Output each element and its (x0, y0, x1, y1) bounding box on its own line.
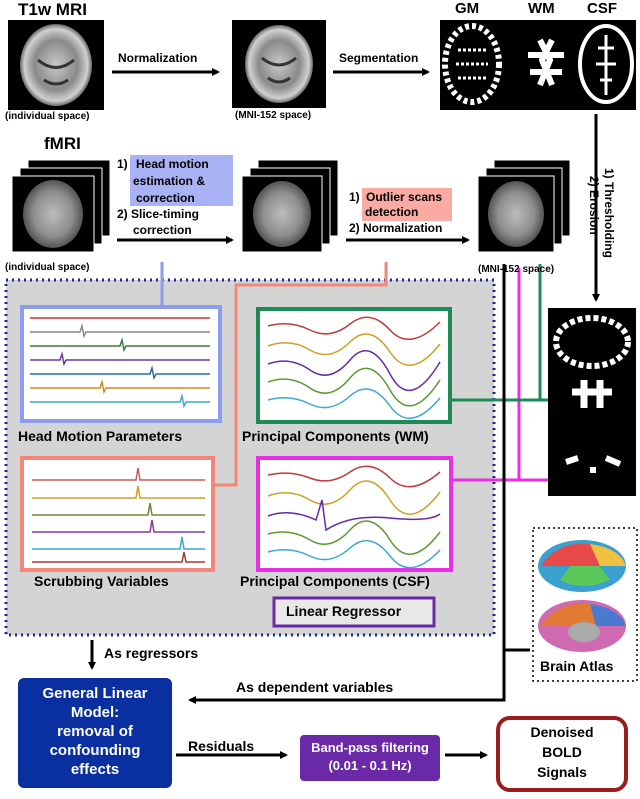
as-regressors-label: As regressors (104, 645, 199, 661)
mask-images (548, 308, 636, 496)
glm-text: General Linear Model: removal of confoun… (18, 684, 172, 779)
fmri-stack-individual (11, 159, 111, 253)
pc-csf-label: Principal Components (CSF) (240, 573, 430, 589)
head-motion-panel (20, 305, 222, 423)
glm-line-1: General Linear (42, 685, 148, 702)
glm-line-4: confounding (49, 742, 141, 759)
outlier-number: 1) (349, 190, 360, 204)
denoised-line-1: Denoised (530, 724, 594, 740)
fmri-stack-corrected (241, 159, 339, 253)
erosion-label: 2) Erosion (587, 176, 601, 235)
glm-box (18, 678, 172, 788)
step2-line2: correction (133, 223, 192, 237)
wm-label: WM (528, 0, 555, 17)
brain-atlas-box (532, 527, 638, 682)
csf-label: CSF (587, 0, 617, 17)
scrubbing-label: Scrubbing Variables (34, 573, 169, 589)
step2-line1: 2) Slice-timing (117, 207, 200, 221)
glm-line-5: effects (70, 761, 120, 778)
bandpass-line-2: (0.01 - 0.1 Hz) (328, 758, 412, 773)
denoised-text: Denoised BOLD Signals (498, 722, 626, 782)
bandpass-box (300, 735, 440, 781)
individual-space-label-2: (individual space) (5, 262, 90, 273)
mni-space-label-1: (MNI-152 space) (235, 110, 312, 121)
fmri-stack-mni (477, 159, 571, 253)
t1w-normalized-image (232, 20, 326, 108)
step1-line3: correction (136, 191, 195, 205)
step1-number: 1) (117, 157, 128, 171)
bandpass-line-1: Band-pass filtering (311, 740, 429, 755)
glm-line-2: Model: (70, 704, 120, 721)
segmentation-images (440, 20, 636, 110)
thresholding-label: 1) Thresholding (602, 168, 616, 258)
step1-line1: Head motion (136, 157, 209, 171)
brain-atlas-label: Brain Atlas (540, 658, 614, 674)
gm-label: GM (455, 0, 480, 17)
glm-line-3: removal of (57, 723, 133, 740)
pc-wm-panel (256, 307, 452, 424)
step1-line2: estimation & (133, 174, 206, 188)
fmri-title: fMRI (44, 134, 81, 153)
linear-regressor-label: Linear Regressor (286, 603, 402, 619)
as-dependent-label: As dependent variables (236, 679, 394, 695)
outlier-highlight (362, 188, 452, 221)
individual-space-label-1: (individual space) (5, 111, 90, 122)
mni-space-label-2: (MNI-152 space) (478, 264, 555, 275)
normalization-label: Normalization (118, 51, 198, 65)
pc-csf-panel (256, 456, 453, 572)
denoised-line-2: BOLD (542, 744, 582, 760)
scrubbing-panel (20, 456, 215, 572)
linear-regressor-box (272, 596, 436, 628)
head-motion-label: Head Motion Parameters (18, 428, 183, 444)
head-motion-highlight (130, 155, 233, 206)
denoised-box (496, 716, 628, 792)
residuals-label: Residuals (188, 738, 255, 754)
connector-outlier (214, 262, 388, 487)
t1w-title: T1w MRI (18, 0, 87, 19)
arrow-dependent-variables (188, 264, 506, 704)
outlier-line1: Outlier scans (366, 190, 443, 204)
t1w-brain-image (8, 20, 104, 110)
denoised-line-3: Signals (537, 764, 587, 780)
outlier-line2: detection (365, 205, 419, 219)
pc-wm-label: Principal Components (WM) (242, 428, 429, 444)
normalization-2-label: 2) Normalization (349, 221, 443, 235)
segmentation-label: Segmentation (339, 51, 419, 65)
bandpass-text: Band-pass filtering (0.01 - 0.1 Hz) (300, 739, 440, 775)
